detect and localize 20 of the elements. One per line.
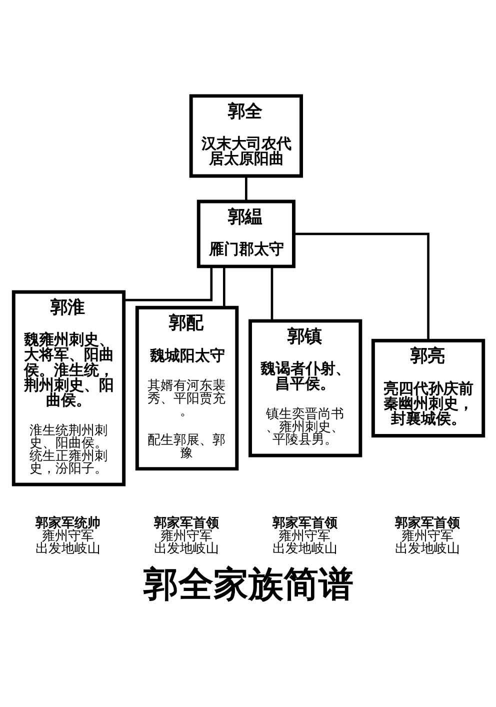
node-box: 郭配 魏城阳太守 其婿有河东裴秀、平阳贾充。 配生郭展、郭豫 [134, 305, 238, 470]
connector [123, 266, 212, 301]
caption: 郭全家族简谱 [143, 564, 354, 604]
connector [294, 232, 429, 340]
connector [244, 176, 247, 201]
node-label: 出发地岐山 [272, 541, 337, 556]
connector [270, 266, 273, 320]
node-label: 出发地岐山 [35, 541, 100, 556]
node-box: 郭淮 魏雍州刺史、大将军、阳曲侯。淮生统，荆州刺史、阳曲侯。 淮生统荆州刺史、阳曲侯。统生正雍州刺史，汾阳子。 [11, 290, 126, 486]
node-label: 雍州守军 [278, 528, 330, 544]
node-box: 郭亮 亮四代孙庆前秦幽州刺史，封襄城侯。 [370, 338, 485, 437]
node-label: 雍州守军 [160, 528, 212, 544]
node-box: 郭镇 魏谒者仆射、昌平侯。 镇生奕晋尚书、雍州刺史、平陵县男。 [248, 318, 362, 457]
node-label: 雍州守军 [42, 528, 94, 544]
node-label: 雍州守军 [401, 528, 454, 544]
node-box: 郭全 汉末大司农代居太原阳曲 [188, 94, 302, 178]
node-label: 出发地岐山 [394, 541, 460, 556]
node-label: 出发地岐山 [153, 541, 218, 556]
node-box: 郭緼 雁门郡太守 [196, 199, 295, 268]
connector [222, 266, 225, 307]
